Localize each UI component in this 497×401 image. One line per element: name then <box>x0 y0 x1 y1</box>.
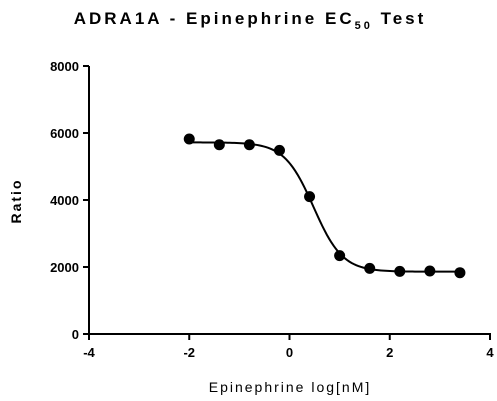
x-tick-label: -4 <box>83 345 95 360</box>
x-axis-label: Epinephrine log[nM] <box>209 379 372 395</box>
fit-layer <box>189 141 460 273</box>
x-tick-label: 2 <box>386 345 393 360</box>
fit-curve <box>189 141 460 273</box>
y-axis-label: Ratio <box>8 179 24 224</box>
data-point <box>364 262 376 274</box>
data-point <box>243 139 255 151</box>
data-point <box>394 265 406 277</box>
data-point <box>334 250 346 262</box>
data-point <box>273 144 285 156</box>
chart-title: ADRA1A - Epinephrine EC50 Test <box>74 9 427 32</box>
data-point <box>304 191 316 203</box>
y-tick-label: 0 <box>72 327 79 342</box>
data-point <box>213 139 225 151</box>
data-point <box>183 133 195 145</box>
points-layer <box>183 133 466 279</box>
data-point <box>454 267 466 279</box>
y-tick-label: 4000 <box>50 193 79 208</box>
x-tick-label: 4 <box>486 345 494 360</box>
y-tick-label: 8000 <box>50 59 79 74</box>
y-tick-label: 6000 <box>50 126 79 141</box>
axes: 0 2000 4000 6000 8000 -4 -2 0 2 4 <box>50 59 494 360</box>
y-tick-label: 2000 <box>50 260 79 275</box>
x-tick-label: 0 <box>286 345 293 360</box>
data-point <box>424 265 436 277</box>
x-tick-label: -2 <box>183 345 195 360</box>
